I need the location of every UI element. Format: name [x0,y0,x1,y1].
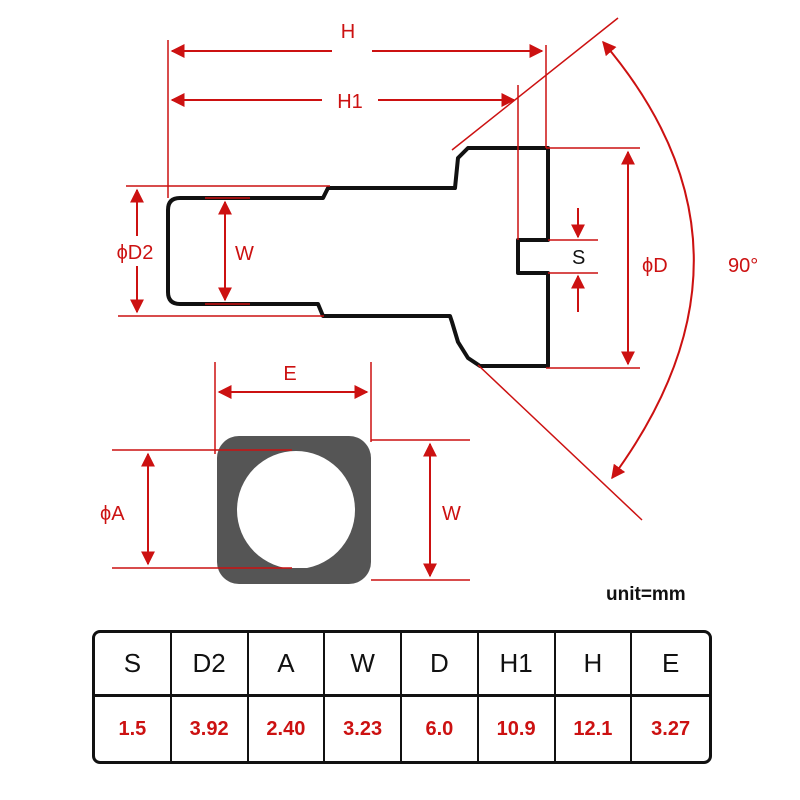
extension-lines [118,17,643,521]
label-d2: ϕD2 [117,242,154,264]
table-value-e: 3.27 [651,717,691,740]
label-a: ϕA [100,503,125,525]
table-value-s: 1.5 [95,697,172,761]
table-value-a: 2.40 [249,697,326,761]
table-value-d: 6.0 [402,697,479,761]
table-header-s: S [95,633,172,697]
unit-label: unit=mm [606,584,686,605]
table-header-h: H [555,633,633,697]
label-angle: 90° [728,255,758,277]
table-header-e: E [632,633,709,697]
spec-table: S D2 A W D H1 H E 1.5 3.92 2.40 3.23 6.0… [92,630,712,764]
table-header-w: W [325,633,402,697]
square-section [217,436,371,584]
table-value-d2: 3.92 [172,697,249,761]
dimension-arrows [130,40,695,480]
label-e: E [283,363,296,385]
label-w-square: W [442,503,461,525]
label-w-side: W [235,243,254,265]
square-dimension-arrows [141,385,437,578]
label-s: S [572,247,585,269]
table-value-h: 12.1 [556,697,633,761]
label-h1: H1 [337,91,363,113]
square-extension-lines [112,362,470,581]
table-header-d2: D2 [171,633,249,697]
label-h: H [341,21,355,43]
screw-side-outline [166,146,550,368]
table-value-w: 3.23 [325,697,402,761]
label-d: ϕD [642,255,668,277]
table-header-h1: H1 [478,633,556,697]
table-value-h1: 10.9 [479,697,556,761]
table-header-d: D [402,633,479,697]
table-header-a: A [248,633,326,697]
